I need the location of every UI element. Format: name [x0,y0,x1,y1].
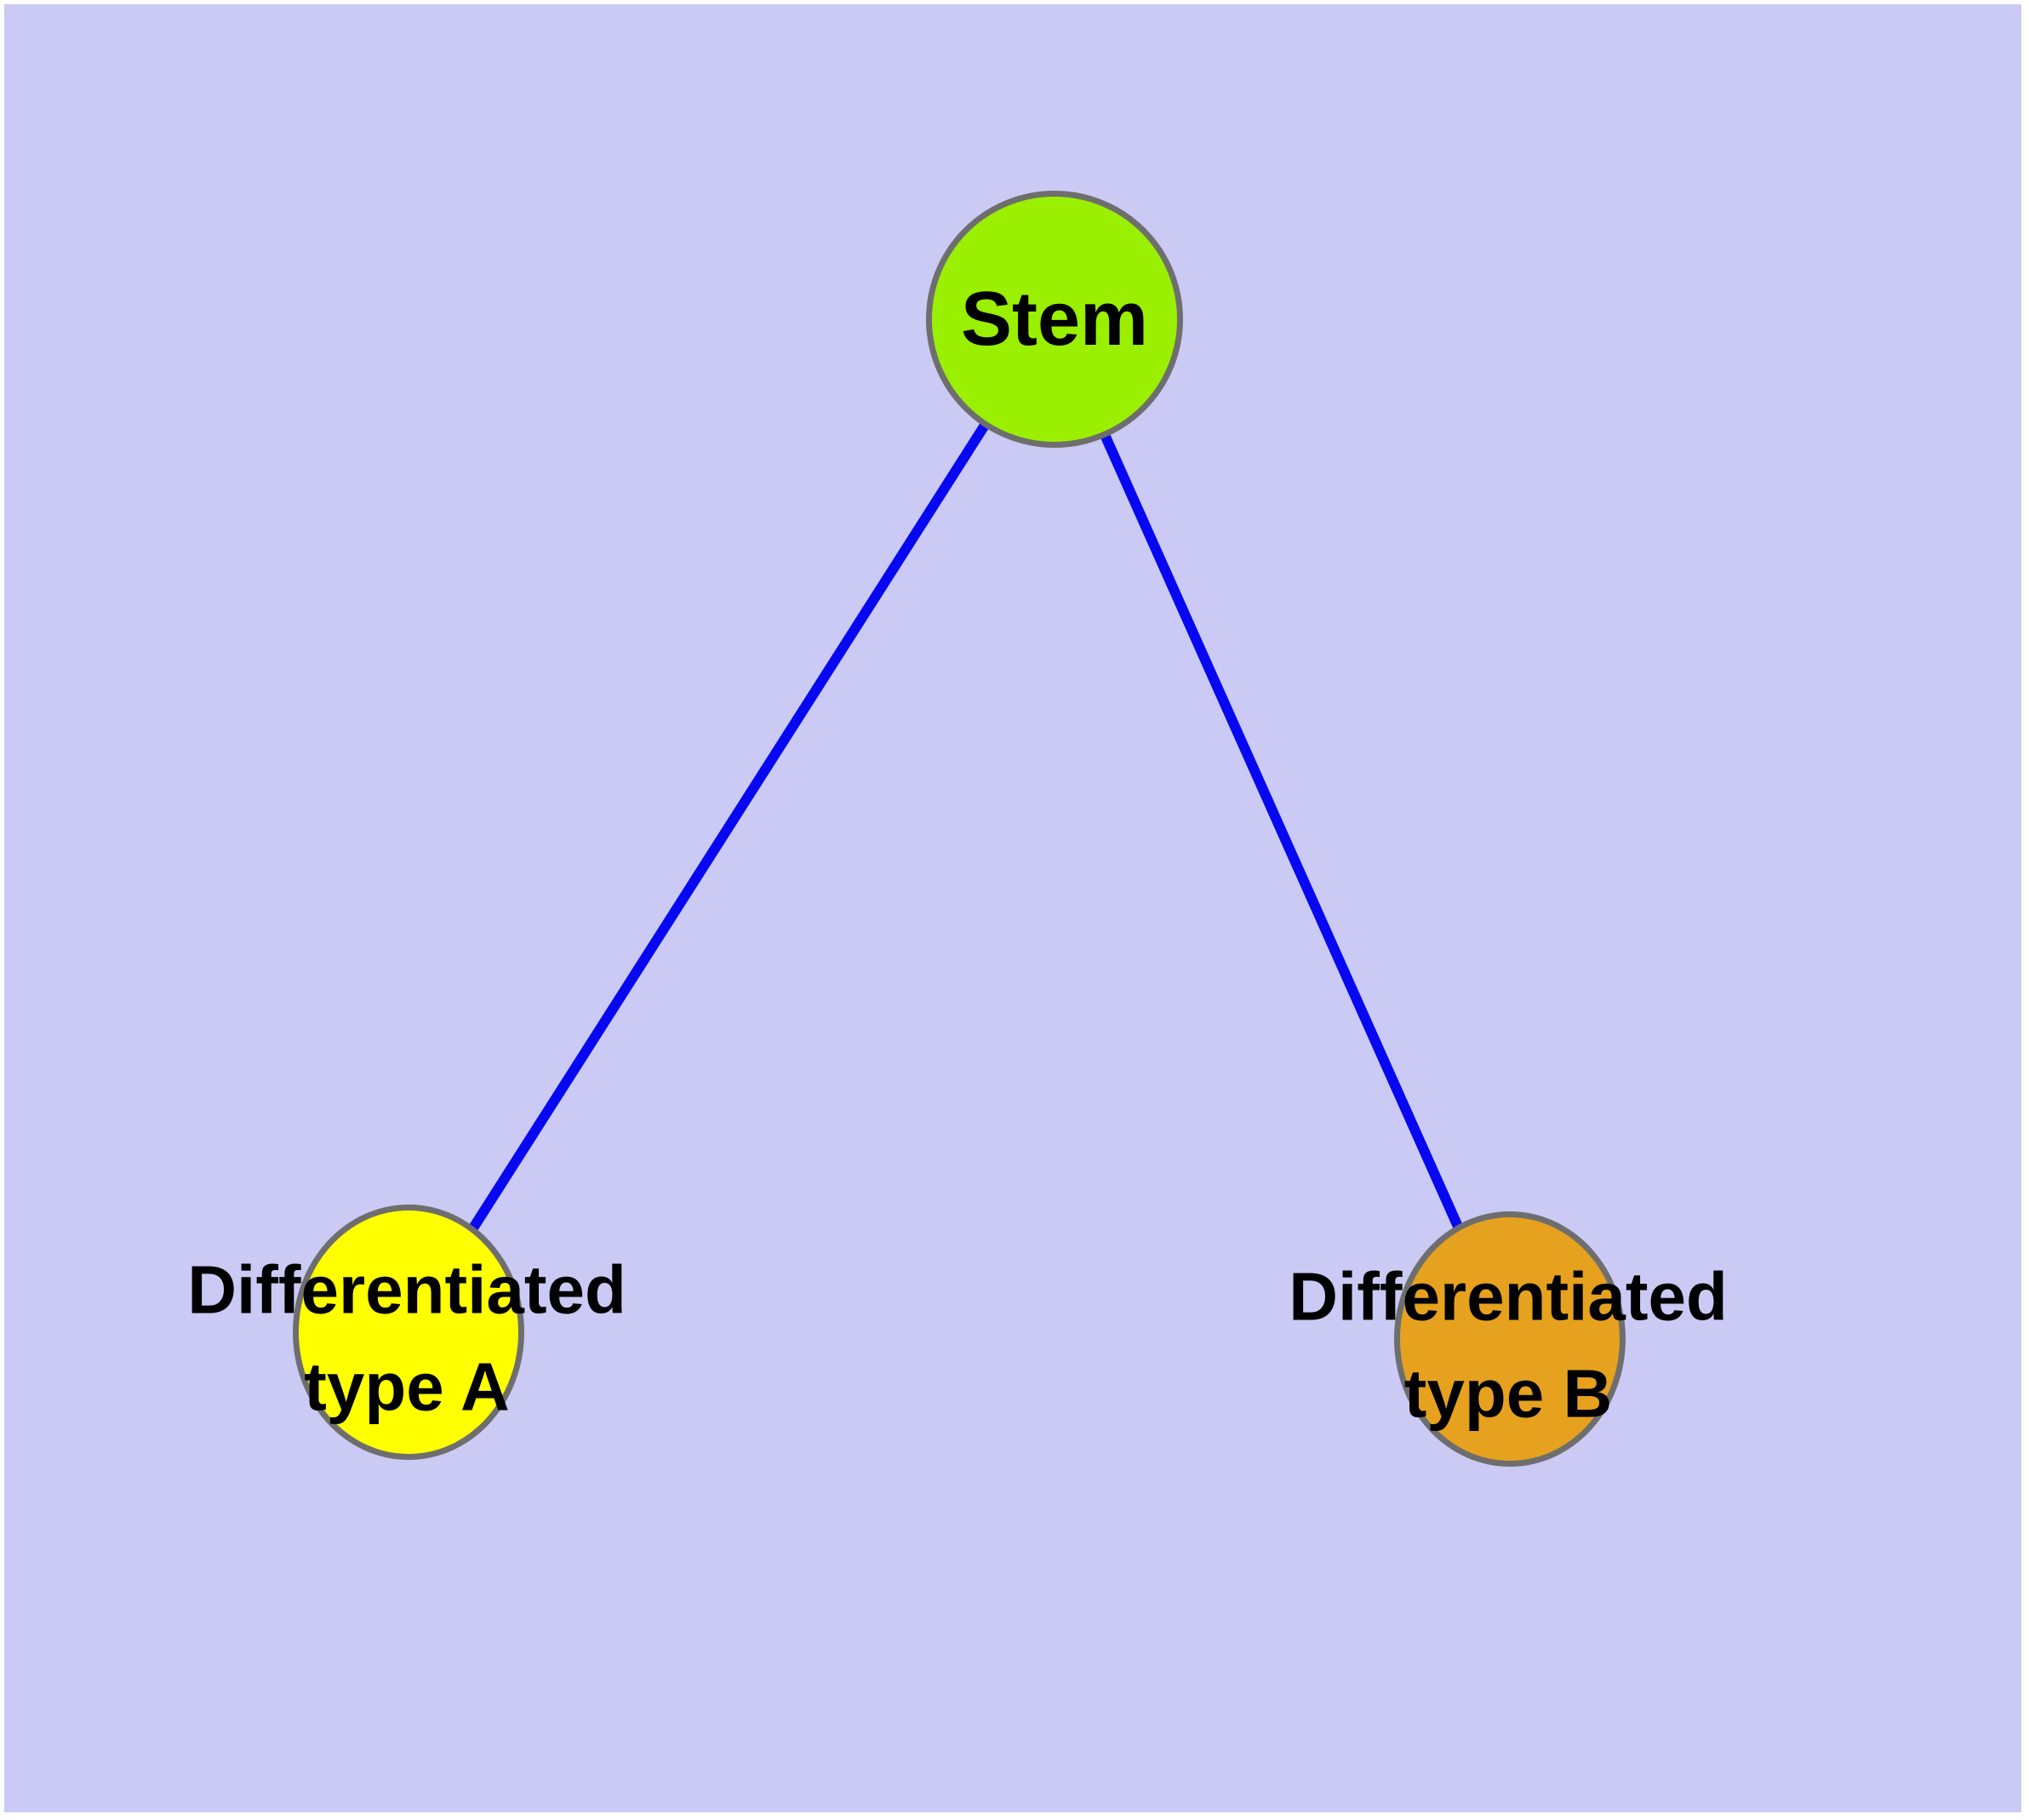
label-line: Differentiated [1289,1258,1728,1335]
edge-stem-to-type-a[interactable] [402,315,1058,1336]
node-differentiated-type-b[interactable] [1394,1211,1626,1467]
label-line: type B [1403,1355,1613,1431]
node-differentiated-type-a-label: Differentiated type A [187,1241,626,1434]
node-differentiated-type-b-label: Differentiated type B [1289,1248,1728,1441]
edge-stem-to-type-b[interactable] [1048,316,1513,1342]
node-differentiated-type-a[interactable] [293,1205,524,1460]
label-line: Differentiated [187,1251,626,1328]
node-stem[interactable]: Stem [926,191,1183,448]
node-stem-label: Stem [960,276,1149,362]
edge-layer [402,315,1513,1342]
label-line: type A [304,1348,510,1424]
graph-canvas: Stem Differentiated type A Differentiate… [4,4,2021,1812]
